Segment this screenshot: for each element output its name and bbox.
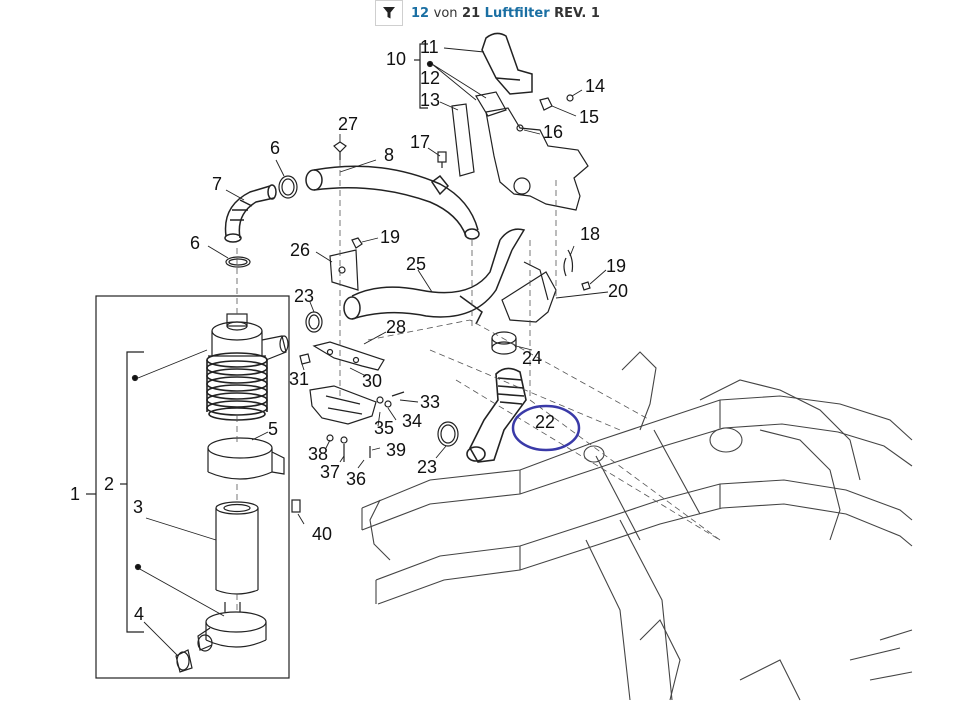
bracket-28[interactable]: [312, 341, 385, 371]
category-link[interactable]: Luftfilter: [484, 5, 550, 21]
sensor-17[interactable]: [437, 151, 447, 168]
callout-label: 35: [374, 418, 394, 438]
callout-label: 34: [402, 411, 422, 431]
hose-clamp-6-upper[interactable]: [278, 175, 298, 199]
callout-label: 30: [362, 371, 382, 391]
total-count: 21: [462, 5, 481, 21]
callout-label: 23: [294, 286, 314, 306]
callout-labels: 1 2 3 4 5 6 6 7 8 10 11 12 12 13 14 15 1…: [70, 37, 628, 624]
bracket-20[interactable]: [501, 261, 557, 323]
callout-label: 24: [522, 348, 542, 368]
callout-label: 25: [406, 254, 426, 274]
highlight-circle: [511, 404, 581, 452]
duct-11[interactable]: [481, 32, 533, 95]
callout-label: 6: [190, 233, 200, 253]
washers-33-35[interactable]: [376, 391, 405, 408]
callout-label: 3: [133, 497, 143, 517]
callout-label: 19: [606, 256, 626, 276]
intake-hose-22[interactable]: [466, 367, 527, 463]
hose-clamp-23-lower[interactable]: [437, 421, 459, 447]
of-word: von: [433, 5, 458, 21]
wiring-18[interactable]: [563, 249, 574, 277]
callout-label: 11: [420, 37, 439, 57]
bolt-19-center[interactable]: [351, 237, 363, 249]
elbow-hose-7[interactable]: [224, 184, 277, 243]
callout-label: 12: [420, 68, 440, 88]
callout-label: 2: [104, 474, 114, 494]
vehicle-chassis: [361, 351, 913, 701]
filter-bellows[interactable]: [206, 352, 268, 421]
callout-label: 28: [386, 317, 406, 337]
callout-label: 26: [290, 240, 310, 260]
callout-label: 8: [384, 145, 394, 165]
leader-lines: [137, 47, 609, 657]
alignment-lines: [236, 160, 721, 612]
drain-valve[interactable]: [175, 649, 193, 673]
filter-base[interactable]: [197, 602, 267, 652]
bolt-27[interactable]: [333, 141, 347, 160]
callout-label: 16: [543, 122, 563, 142]
callout-label: 14: [585, 76, 605, 96]
callout-label: 39: [386, 440, 406, 460]
current-index: 12: [411, 5, 430, 21]
callout-label: 18: [580, 224, 600, 244]
bolt-36-39[interactable]: [326, 434, 371, 462]
bolt-19-right[interactable]: [581, 281, 591, 291]
revision-label: REV. 1: [554, 5, 600, 21]
callout-label: 22: [535, 412, 555, 432]
callout-label: 33: [420, 392, 440, 412]
hose-clamp-23-upper[interactable]: [305, 311, 323, 333]
callout-label: 38: [308, 444, 328, 464]
filter-cartridge[interactable]: [215, 501, 259, 595]
callout-label: 5: [268, 419, 278, 439]
callout-label: 13: [420, 90, 440, 110]
hose-clamp-6-lower[interactable]: [225, 256, 251, 268]
heat-shield-16[interactable]: [485, 107, 589, 211]
callout-label: 17: [410, 132, 430, 152]
connector-14[interactable]: [566, 94, 574, 102]
callout-label: 23: [417, 457, 437, 477]
assembly-frame: [95, 295, 290, 679]
hose-clamp-24[interactable]: [491, 331, 517, 355]
callout-label: 7: [212, 174, 222, 194]
intake-duct-25[interactable]: [343, 228, 526, 325]
callout-label: 27: [338, 114, 358, 134]
callout-label: 31: [289, 369, 309, 389]
callout-label: 36: [346, 469, 366, 489]
callout-label: 15: [579, 107, 599, 127]
callout-label: 40: [312, 524, 332, 544]
callout-label: 19: [380, 227, 400, 247]
toolbar: 12 von 21 Luftfilter REV. 1: [375, 0, 600, 26]
filter-button[interactable]: [375, 0, 403, 26]
callout-label: 4: [134, 604, 144, 624]
fitting-15[interactable]: [539, 97, 553, 111]
bolt-31[interactable]: [299, 353, 311, 365]
seal-13[interactable]: [451, 103, 475, 177]
seal-12[interactable]: [475, 91, 507, 117]
callout-label: 6: [270, 138, 280, 158]
clamp-band-5[interactable]: [207, 437, 285, 480]
callout-label: 10: [386, 49, 406, 69]
intake-duct-8[interactable]: [305, 165, 480, 240]
filter-funnel-icon: [383, 7, 395, 19]
callout-label: 20: [608, 281, 628, 301]
air-filter-housing: [208, 313, 289, 361]
page-counter: 12 von 21 Luftfilter REV. 1: [411, 6, 600, 21]
callout-label: 37: [320, 462, 340, 482]
bracket-26[interactable]: [329, 249, 359, 291]
callout-label: 1: [70, 484, 80, 504]
bracket-30[interactable]: [309, 385, 377, 425]
clip-40[interactable]: [291, 499, 301, 513]
